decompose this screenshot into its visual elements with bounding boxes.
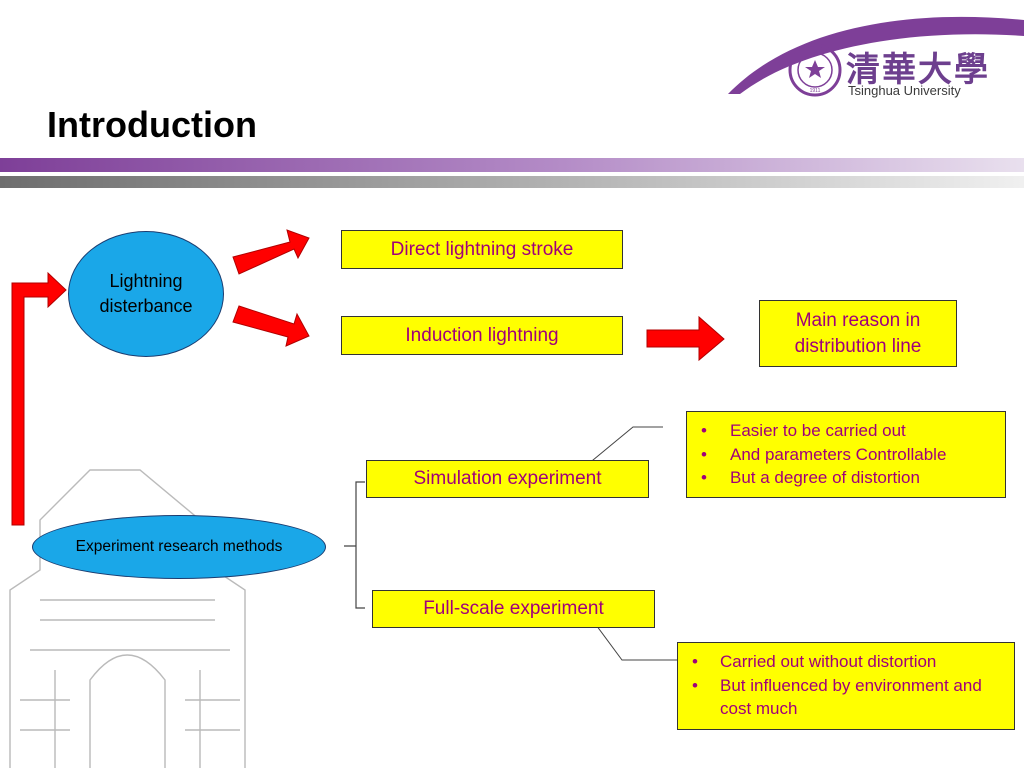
fullscale-experiment-label: Full-scale experiment xyxy=(423,598,604,620)
logo-name-cn: 清華大學 xyxy=(846,50,990,90)
header-bar-grey xyxy=(0,176,1024,188)
simulation-experiment-label: Simulation experiment xyxy=(413,468,602,490)
main-reason-line-1: Main reason in xyxy=(795,309,921,331)
direct-lightning-box: Direct lightning stroke xyxy=(341,230,623,269)
slide-title: Introduction xyxy=(47,104,257,145)
fullscale-experiment-box: Full-scale experiment xyxy=(372,590,655,628)
experiment-methods-oval: Experiment research methods xyxy=(32,515,326,579)
lightning-oval-line-2: disterbance xyxy=(99,296,193,316)
main-reason-line-2: distribution line xyxy=(794,335,922,357)
experiment-methods-label: Experiment research methods xyxy=(75,538,283,555)
fullscale-notes-box: Carried out without distortion But influ… xyxy=(677,642,1015,730)
fullscale-note-2: But influenced by environment and cost m… xyxy=(686,674,1006,721)
bracket xyxy=(344,481,365,609)
simulation-note-2: And parameters Controllable xyxy=(695,443,997,467)
logo-swoosh xyxy=(728,16,1024,94)
induction-lightning-box: Induction lightning xyxy=(341,316,623,355)
simulation-notes-box: Easier to be carried out And parameters … xyxy=(686,411,1006,498)
building-sketch xyxy=(9,469,246,768)
fullscale-note-1: Carried out without distortion xyxy=(686,650,1006,674)
direct-lightning-label: Direct lightning stroke xyxy=(390,238,574,260)
lightning-disturbance-oval: Lightning disterbance xyxy=(68,231,224,357)
simulation-experiment-box: Simulation experiment xyxy=(366,460,649,498)
simulation-note-3: But a degree of distortion xyxy=(695,466,997,490)
callout-line-simulation xyxy=(586,426,663,466)
header-bar-purple xyxy=(0,158,1024,172)
seal-year: 1911 xyxy=(810,88,821,94)
tsinghua-seal-icon xyxy=(788,43,842,97)
simulation-note-1: Easier to be carried out xyxy=(695,419,997,443)
logo-name-en: Tsinghua University xyxy=(848,83,961,98)
arrows xyxy=(11,229,725,526)
lightning-oval-line-1: Lightning xyxy=(109,271,183,291)
induction-lightning-label: Induction lightning xyxy=(405,324,559,346)
main-reason-box: Main reason in distribution line xyxy=(759,300,957,367)
